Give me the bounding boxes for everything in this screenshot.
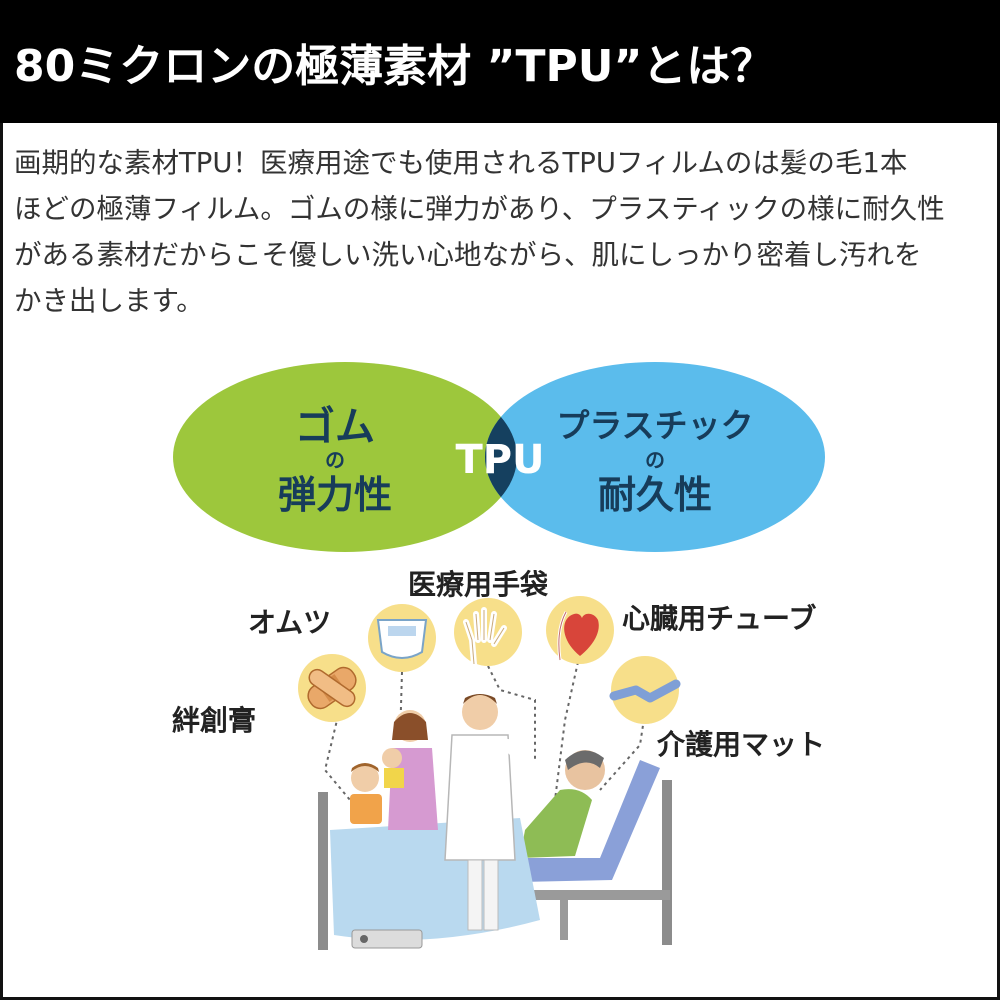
- intro-paragraph: 画期的な素材TPU！医療用途でも使用されるTPUフィルムのは髪の毛1本 ほどの極…: [14, 140, 986, 324]
- venn-rubber-circle: [173, 362, 517, 552]
- label-bandage: 絆創膏: [172, 704, 256, 737]
- venn-left-line2: の: [325, 448, 345, 472]
- venn-center-label: TPU: [455, 437, 544, 483]
- hospital-scene: [318, 694, 672, 950]
- care-mat-icon: [609, 656, 681, 724]
- venn-right-line1: プラスチック: [556, 406, 753, 445]
- intro-line: 画期的な素材TPU！医療用途でも使用されるTPUフィルムのは髪の毛1本: [14, 147, 908, 179]
- intro-line: ほどの極薄フィルム。ゴムの様に弾力があり、プラスティックの様に耐久性: [14, 193, 945, 225]
- venn-diagram: ゴム の 弾力性 TPU プラスチック の 耐久性: [173, 362, 825, 552]
- label-tube: 心臓用チューブ: [622, 602, 816, 635]
- venn-left-line3: 弾力性: [278, 473, 392, 517]
- venn-left-line1: ゴム: [295, 404, 375, 450]
- venn-right-line3: 耐久性: [598, 473, 712, 517]
- venn-plastic-circle: [485, 362, 825, 552]
- intro-line: がある素材だからこそ優しい洗い心地ながら、肌にしっかり密着し汚れを: [14, 239, 922, 271]
- content-frame: [0, 123, 1000, 1000]
- glove-icon: [454, 598, 522, 667]
- intro-line: かき出します。: [14, 285, 204, 317]
- venn-right-line2: の: [645, 448, 665, 472]
- page-header: 80ミクロンの極薄素材 ”TPU”とは？: [0, 0, 1000, 123]
- diaper-icon: [368, 604, 436, 672]
- label-gloves: 医療用手袋: [408, 568, 549, 601]
- label-diaper: オムツ: [248, 606, 331, 639]
- label-mat: 介護用マット: [656, 728, 825, 761]
- bandage-icon: [298, 654, 366, 722]
- page-title: 80ミクロンの極薄素材 ”TPU”とは？: [14, 40, 775, 92]
- heart-tube-icon: [546, 596, 614, 664]
